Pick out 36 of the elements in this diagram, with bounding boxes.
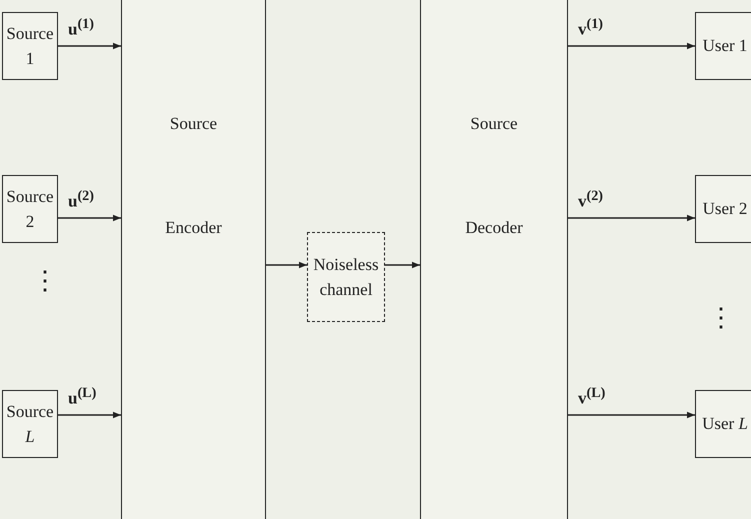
user-box: [695, 12, 751, 80]
node-text: Source L: [5, 400, 55, 448]
source-box: [2, 12, 58, 80]
arrow: [568, 42, 695, 50]
node-text: Source 2: [5, 186, 55, 233]
edge-label: u$^{(2)}$: [68, 188, 94, 212]
node-text: Noiseless channel: [312, 254, 380, 301]
arrow: [385, 262, 420, 268]
node-text: Decoder: [464, 218, 524, 238]
arrow: [266, 262, 307, 268]
node-text: Source: [469, 114, 519, 134]
arrow: [58, 214, 121, 222]
arrow: [568, 412, 695, 418]
node-text: Source 1: [5, 22, 55, 70]
channel-box: [307, 232, 385, 322]
node-text: User 1: [702, 35, 748, 58]
user-box: [695, 390, 751, 458]
edge-label: v$^{(1)}$: [578, 16, 604, 40]
ellipsis-mark: ⋮: [32, 268, 58, 294]
edge-label: u$^{(1)}$: [68, 16, 94, 40]
arrow: [568, 214, 695, 222]
node-text: Encoder: [164, 218, 223, 238]
source-box: [2, 175, 58, 243]
edge-label: u$^{(L)}$: [68, 385, 96, 409]
user-box: [695, 175, 751, 243]
decoder-box: [420, 0, 568, 519]
source-box: [2, 390, 58, 458]
node-text: User L: [702, 413, 748, 436]
edge-label: v$^{(L)}$: [578, 385, 606, 409]
encoder-box: [121, 0, 266, 519]
edge-label: v$^{(2)}$: [578, 188, 604, 212]
ellipsis-mark: ⋮: [708, 305, 734, 331]
arrow: [58, 412, 121, 418]
node-text: Source: [168, 114, 218, 134]
node-text: User 2: [702, 198, 748, 220]
arrow: [58, 42, 121, 50]
